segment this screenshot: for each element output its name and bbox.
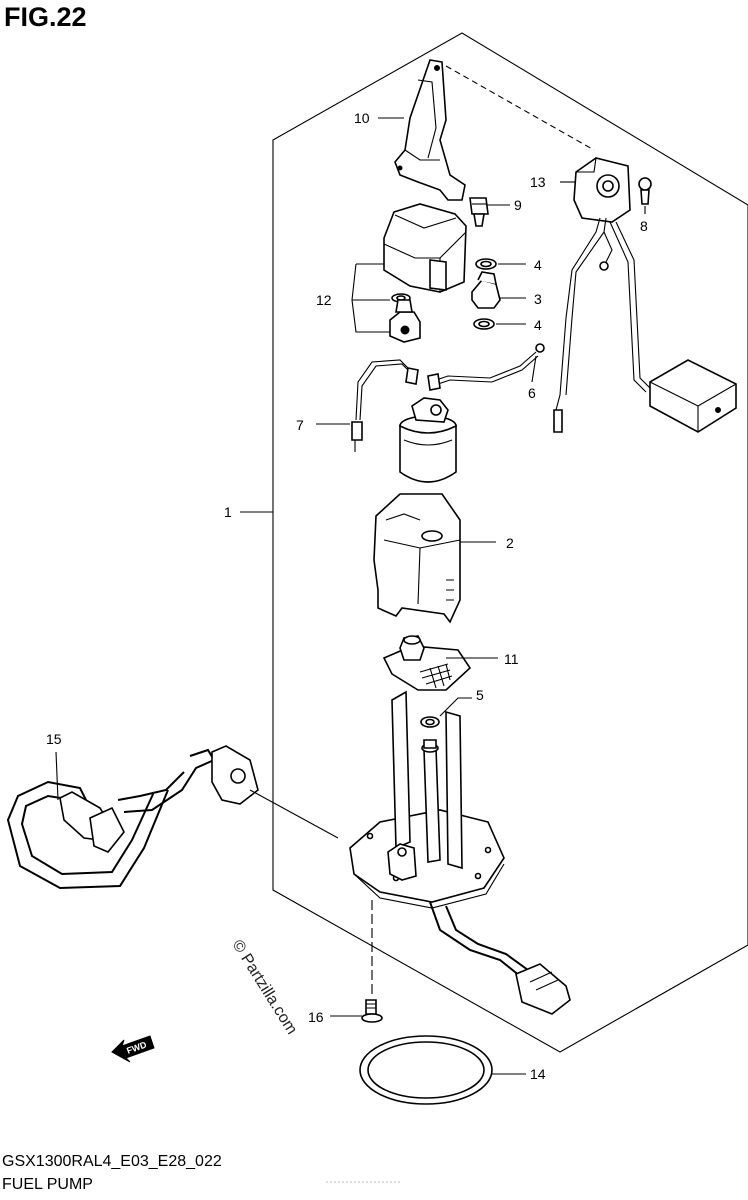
watermark: © Partzilla.com	[229, 937, 301, 1037]
callout-6: 6	[528, 385, 536, 401]
filter-mesh	[419, 663, 453, 689]
part-7-lead-wire	[351, 359, 419, 452]
leader-lines	[55, 117, 646, 1075]
pump-wire-harness	[429, 901, 571, 1015]
callout-14: 14	[530, 1066, 546, 1082]
callout-8: 8	[640, 218, 648, 234]
figure-code: GSX1300RAL4_E03_E28_022	[2, 1153, 222, 1170]
part-16-bolt	[361, 999, 383, 1023]
callout-9: 9	[514, 197, 522, 213]
callout-4-top: 4	[534, 257, 542, 273]
callout-12: 12	[316, 292, 332, 308]
figure-title: FIG.22	[4, 2, 87, 32]
assembly-outline	[272, 32, 748, 1053]
callout-10: 10	[354, 110, 370, 126]
pump-mounting-plate	[349, 690, 505, 909]
callout-13: 13	[530, 174, 546, 190]
callout-1: 1	[224, 504, 232, 520]
forward-direction-arrow: FWD	[111, 1035, 155, 1063]
part-9-bolt	[469, 197, 489, 227]
part-5-o-ring	[420, 716, 440, 728]
part-3-fitting	[471, 271, 501, 309]
callout-3: 3	[534, 291, 542, 307]
callout-5: 5	[476, 687, 484, 703]
part-11-fuel-filter	[382, 635, 472, 691]
alignment-dashed-line	[445, 65, 595, 151]
fuel-pump-motor	[399, 397, 457, 483]
part-10-bracket	[394, 59, 466, 201]
part-13-fuel-level-sender	[553, 157, 651, 433]
callout-11: 11	[504, 651, 519, 667]
part-14-gasket	[359, 1035, 493, 1105]
part-8-screw	[638, 177, 652, 205]
callout-4-bottom: 4	[534, 317, 542, 333]
callout-7: 7	[296, 417, 304, 433]
figure-name: FUEL PUMP	[2, 1176, 93, 1193]
part-4-o-ring-top	[475, 258, 497, 270]
part-6-lead-wire	[427, 343, 545, 391]
fuel-level-float	[649, 359, 737, 433]
part-12-pressure-regulator	[383, 203, 467, 343]
part-15-fuel-hose	[6, 745, 259, 890]
part-2-pump-holder	[373, 493, 461, 624]
part-4-o-ring-bottom	[473, 318, 495, 330]
callout-2: 2	[506, 535, 514, 551]
callout-16: 16	[308, 1009, 324, 1025]
callout-15: 15	[46, 731, 62, 747]
